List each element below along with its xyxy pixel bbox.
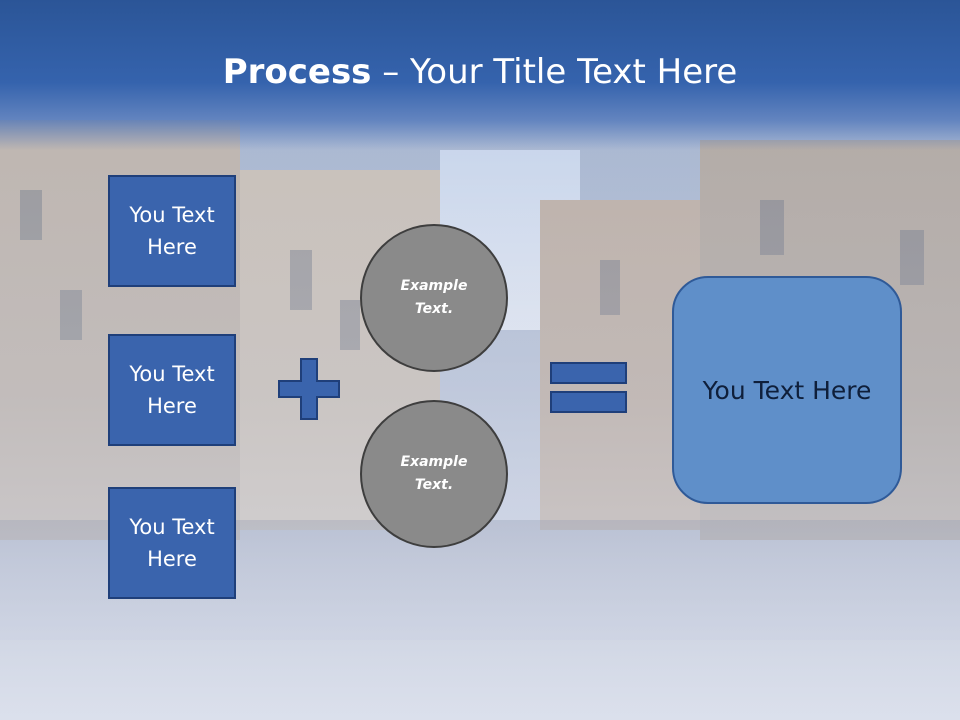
title-rest: – Your Title Text Here [371,52,738,92]
text-box-1-label: You Text Here [129,203,215,259]
equals-bar-bottom [550,391,627,413]
text-box-2[interactable]: You Text Here [108,334,236,446]
result-box-label: You Text Here [702,375,872,405]
example-circle-2-label: Example Text. [400,454,468,493]
plus-icon [278,358,340,420]
equals-bar-top [550,362,627,384]
result-box[interactable]: You Text Here [672,276,902,504]
slide-title[interactable]: Process – Your Title Text Here [0,52,960,92]
title-bar [0,0,960,150]
text-box-1[interactable]: You Text Here [108,175,236,287]
example-circle-1-label: Example Text. [400,278,468,317]
text-box-2-label: You Text Here [129,362,215,418]
example-circle-1[interactable]: Example Text. [360,224,508,372]
example-circle-2[interactable]: Example Text. [360,400,508,548]
title-bold: Process [222,52,372,92]
text-box-3-label: You Text Here [129,515,215,571]
text-box-3[interactable]: You Text Here [108,487,236,599]
